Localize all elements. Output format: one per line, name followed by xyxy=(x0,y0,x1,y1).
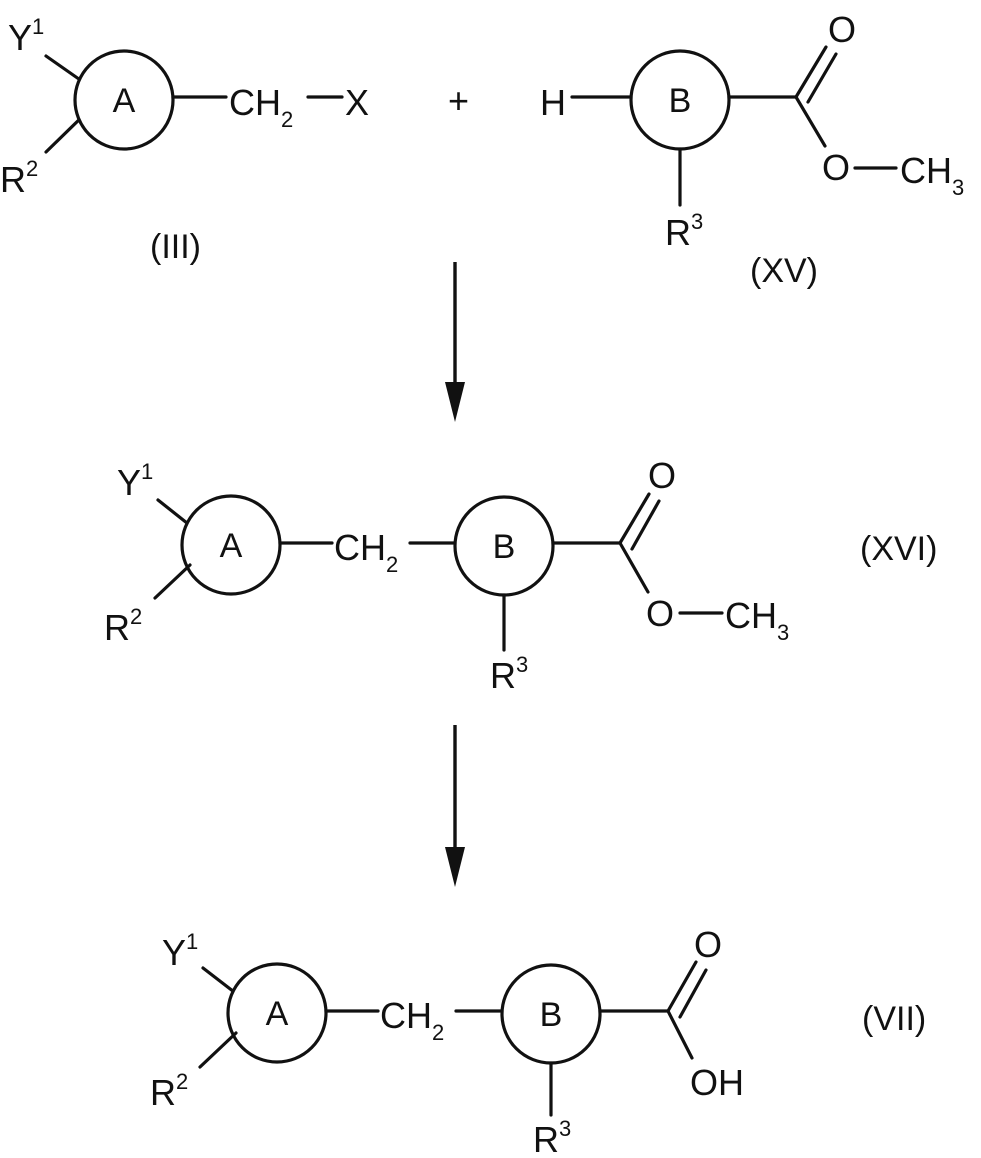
compound-xvi: Y1 A R2 CH2 B R3 O O CH3 (XVI) xyxy=(104,455,937,696)
bond-c-o-single xyxy=(620,543,648,592)
oh-label: OH xyxy=(690,1062,744,1103)
ch3-label: CH3 xyxy=(725,595,789,645)
r3-label: R3 xyxy=(533,1116,571,1158)
r3-label: R3 xyxy=(490,652,528,696)
ring-a-label: A xyxy=(113,82,136,120)
ring-a-label: A xyxy=(266,995,289,1033)
bond-c-o-double-2 xyxy=(632,501,659,549)
bond-r2 xyxy=(200,1033,236,1067)
arrow-2-head xyxy=(445,847,465,887)
compound-xv-label: (XV) xyxy=(750,252,818,290)
r2-label: R2 xyxy=(150,1069,188,1113)
o-carbonyl-label: O xyxy=(828,9,856,50)
y1-label: Y1 xyxy=(162,929,198,973)
ring-b-label: B xyxy=(493,528,516,566)
ch3-label: CH3 xyxy=(900,150,964,200)
compound-xv: H B R3 O O CH3 (XV) xyxy=(540,9,964,290)
r2-label: R2 xyxy=(104,604,142,648)
ch2-label: CH2 xyxy=(334,527,398,577)
o-ester-label: O xyxy=(822,147,850,188)
compound-vii: Y1 A R2 CH2 B R3 O OH (VII) xyxy=(150,924,926,1158)
r2-label: R2 xyxy=(0,156,38,200)
arrow-1-head xyxy=(445,382,465,422)
r3-label: R3 xyxy=(665,209,703,253)
bond-c-o-double-2 xyxy=(808,54,836,102)
ch2-label: CH2 xyxy=(380,995,444,1045)
y1-label: Y1 xyxy=(117,459,153,503)
x-label: X xyxy=(345,82,369,123)
o-carbonyl-label: O xyxy=(648,455,676,496)
reaction-arrow-1 xyxy=(445,262,465,422)
o-ester-label: O xyxy=(646,593,674,634)
reaction-arrow-2 xyxy=(445,725,465,887)
ring-a-label: A xyxy=(220,527,243,565)
o-carbonyl-label: O xyxy=(694,924,722,965)
compound-iii-label: (III) xyxy=(150,228,201,266)
bond-c-o-double-1 xyxy=(620,494,649,543)
ch2-label: CH2 xyxy=(229,82,293,132)
bond-c-o-double-1 xyxy=(668,962,696,1011)
compound-vii-label: (VII) xyxy=(862,1000,926,1038)
bond-c-o-single xyxy=(796,97,825,146)
bond-r2 xyxy=(155,565,190,598)
compound-xvi-label: (XVI) xyxy=(860,530,937,568)
h-label: H xyxy=(540,82,566,123)
y1-label: Y1 xyxy=(8,14,44,58)
compound-iii: A Y1 R2 CH2 X (III) xyxy=(0,14,369,266)
plus-sign: + xyxy=(448,80,469,121)
ring-b-label: B xyxy=(540,996,563,1034)
bond-c-o-double-1 xyxy=(796,47,826,97)
ring-b-label: B xyxy=(669,82,692,120)
bond-c-o-double-2 xyxy=(680,970,706,1017)
